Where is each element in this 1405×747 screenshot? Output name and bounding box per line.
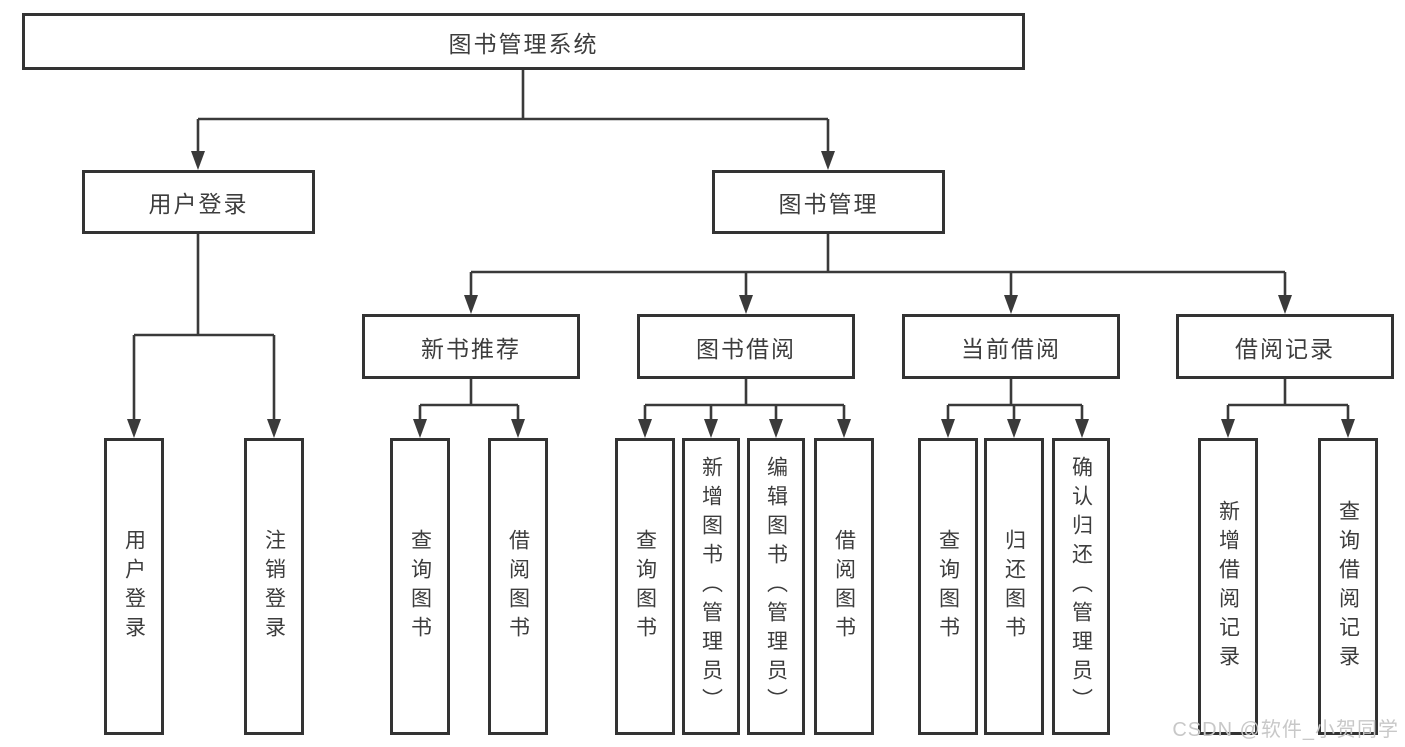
node-label: 借阅记录 <box>1235 335 1335 362</box>
node-new-book-recommend: 新书推荐 <box>362 314 580 379</box>
leaf-user-login: 用户登录 <box>104 438 164 735</box>
node-label: 新增借阅记录 <box>1216 499 1240 674</box>
connector-book-management-to-level3 <box>464 234 1292 314</box>
leaf-logout: 注销登录 <box>244 438 304 735</box>
arrow-down-icon <box>821 151 835 170</box>
leaf-query-books-recommend: 查询图书 <box>390 438 450 735</box>
arrow-down-icon <box>837 419 851 438</box>
node-book-management-system: 图书管理系统 <box>22 13 1025 70</box>
arrow-down-icon <box>1075 419 1089 438</box>
arrow-down-icon <box>413 419 427 438</box>
node-label: 用户登录 <box>148 191 249 217</box>
node-label: 当前借阅 <box>961 335 1061 362</box>
node-label: 查询图书 <box>936 528 960 645</box>
node-borrow-records: 借阅记录 <box>1176 314 1394 379</box>
node-label: 图书管理系统 <box>448 30 599 57</box>
arrow-down-icon <box>941 419 955 438</box>
arrow-down-icon <box>1004 295 1018 314</box>
node-user-login: 用户登录 <box>82 170 315 234</box>
arrow-down-icon <box>267 419 281 438</box>
arrow-down-icon <box>464 295 478 314</box>
connector-new-book-recommend-to-leaves <box>413 379 525 438</box>
node-label: 归还图书 <box>1002 528 1026 645</box>
node-label: 用户登录 <box>122 528 146 645</box>
connector-user-login-to-leaves <box>127 234 281 438</box>
arrow-down-icon <box>739 295 753 314</box>
node-book-management: 图书管理 <box>712 170 945 234</box>
arrow-down-icon <box>704 419 718 438</box>
node-label: 查询借阅记录 <box>1336 499 1360 674</box>
arrow-down-icon <box>638 419 652 438</box>
arrow-down-icon <box>511 419 525 438</box>
arrow-down-icon <box>1221 419 1235 438</box>
connector-borrow-records-to-leaves <box>1221 379 1355 438</box>
leaf-query-books-current: 查询图书 <box>918 438 978 735</box>
leaf-query-books-borrow: 查询图书 <box>615 438 675 735</box>
connector-root-to-level2 <box>191 70 835 170</box>
leaf-add-books-admin: 新增图书（管理员） <box>682 438 740 735</box>
node-current-borrow: 当前借阅 <box>902 314 1120 379</box>
arrow-down-icon <box>769 419 783 438</box>
leaf-confirm-return-admin: 确认归还（管理员） <box>1052 438 1110 735</box>
leaf-return-books: 归还图书 <box>984 438 1044 735</box>
arrow-down-icon <box>127 419 141 438</box>
node-label: 图书借阅 <box>696 335 796 362</box>
connector-book-borrow-to-leaves <box>638 379 851 438</box>
leaf-add-borrow-record: 新增借阅记录 <box>1198 438 1258 735</box>
node-label: 新增图书（管理员） <box>699 456 723 717</box>
csdn-watermark: CSDN @软件_小贺同学 <box>1172 719 1399 741</box>
node-label: 查询图书 <box>633 528 657 645</box>
node-label: 确认归还（管理员） <box>1069 456 1093 717</box>
node-label: 注销登录 <box>262 528 286 645</box>
leaf-query-borrow-record: 查询借阅记录 <box>1318 438 1378 735</box>
node-label: 编辑图书（管理员） <box>764 456 788 717</box>
arrow-down-icon <box>1341 419 1355 438</box>
arrow-down-icon <box>191 151 205 170</box>
node-label: 新书推荐 <box>421 335 521 362</box>
connector-current-borrow-to-leaves <box>941 379 1089 438</box>
leaf-edit-books-admin: 编辑图书（管理员） <box>747 438 805 735</box>
node-label: 借阅图书 <box>832 528 856 645</box>
arrow-down-icon <box>1007 419 1021 438</box>
leaf-borrow-books-recommend: 借阅图书 <box>488 438 548 735</box>
arrow-down-icon <box>1278 295 1292 314</box>
node-label: 图书管理 <box>778 191 879 217</box>
node-label: 查询图书 <box>408 528 432 645</box>
node-label: 借阅图书 <box>506 528 530 645</box>
node-book-borrow: 图书借阅 <box>637 314 855 379</box>
leaf-borrow-books: 借阅图书 <box>814 438 874 735</box>
